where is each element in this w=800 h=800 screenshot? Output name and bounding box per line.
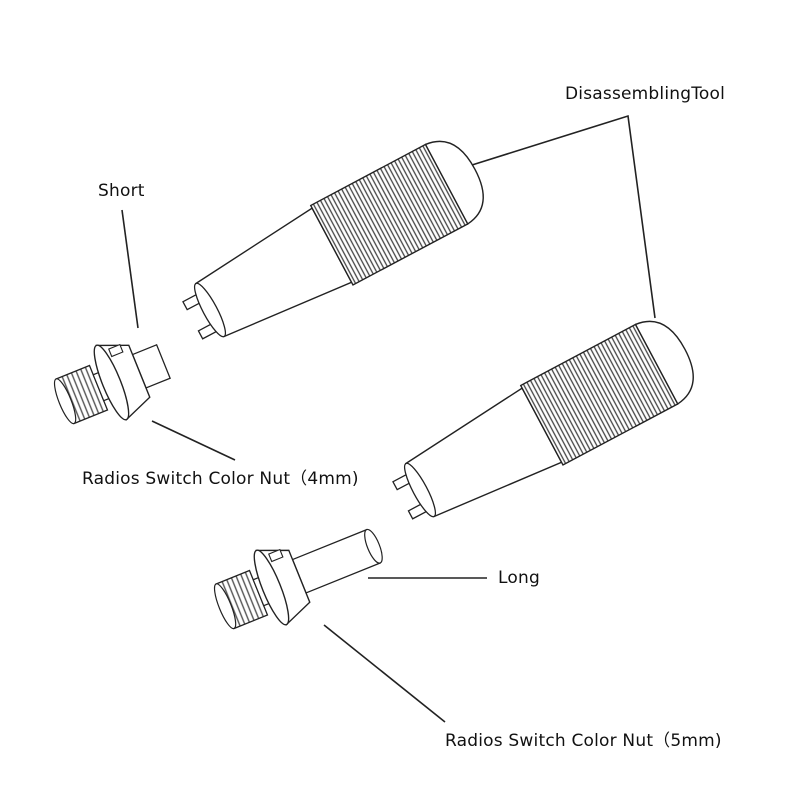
label-disassembling-tool: DisassemblingTool (565, 84, 726, 104)
disassembling-tool-lower (380, 308, 707, 540)
label-color-nut-4mm: Radios Switch Color Nut（4mm) (82, 469, 359, 489)
label-short: Short (98, 181, 145, 201)
leader-short (121, 209, 139, 329)
disassembling-tool-upper (170, 128, 497, 360)
label-long: Long (498, 568, 540, 588)
label-color-nut-5mm: Radios Switch Color Nut（5mm) (445, 731, 722, 751)
color-nut-5mm-long (203, 528, 383, 647)
leader-lines (121, 114, 656, 723)
leader-nut4 (151, 420, 236, 461)
leader-nut5 (323, 624, 446, 723)
leader-tool-upper (471, 114, 656, 319)
color-nut-4mm-short (43, 333, 171, 442)
